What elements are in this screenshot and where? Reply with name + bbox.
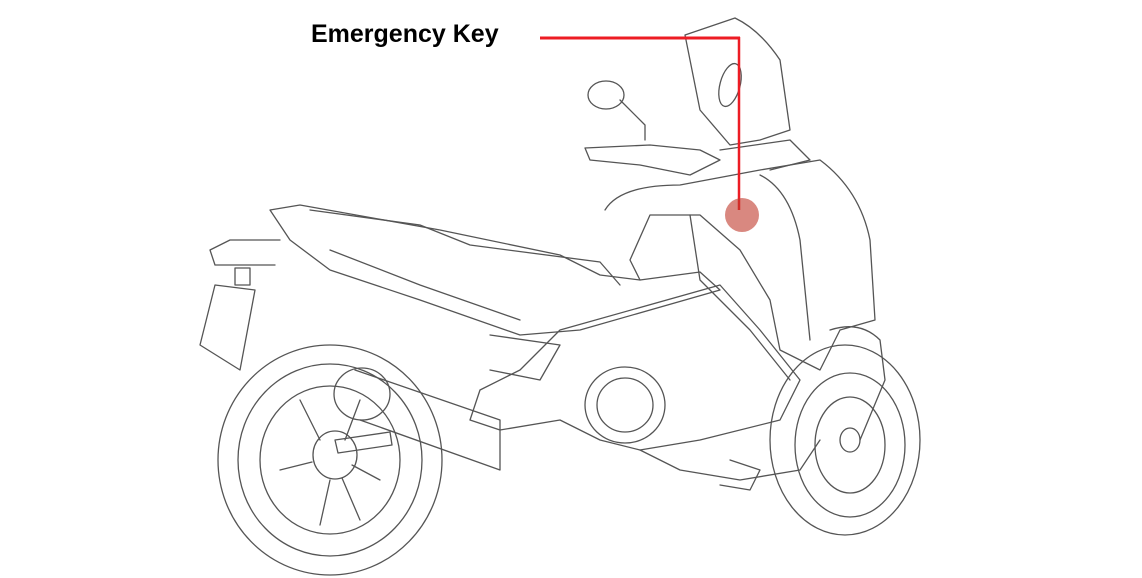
emergency-key-label: Emergency Key: [311, 20, 499, 48]
handlebar-mirror: [584, 80, 811, 176]
front-fairing: [604, 159, 886, 441]
emergency-key-callout: [540, 36, 759, 232]
exhaust-muffler: [333, 367, 501, 471]
front-wheel: [769, 344, 921, 536]
emergency-key-location-marker: [725, 198, 759, 232]
body-panels: [199, 204, 821, 491]
rear-wheel: [217, 344, 443, 576]
